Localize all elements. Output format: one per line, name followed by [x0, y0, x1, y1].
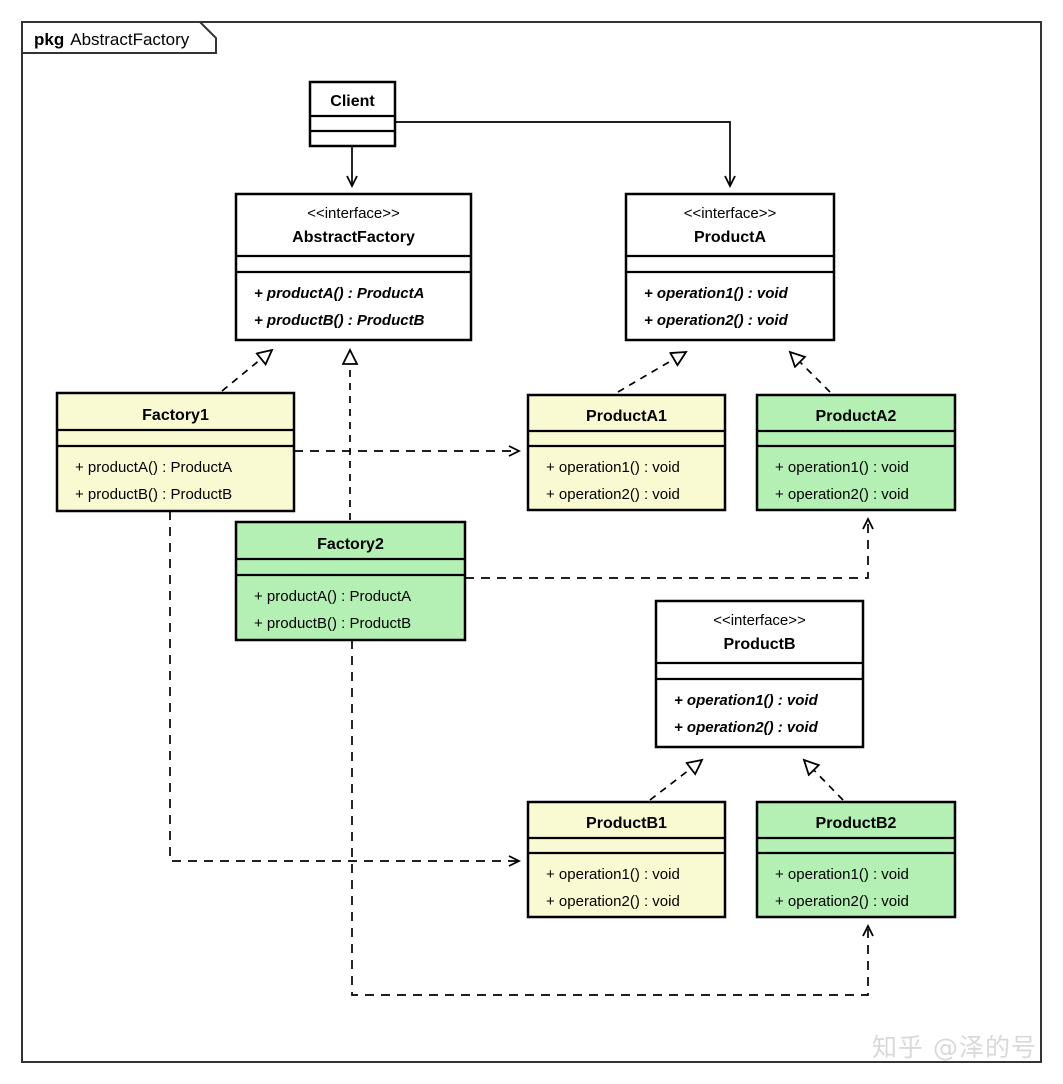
- class-name: AbstractFactory: [292, 229, 415, 246]
- class-box-body: [526, 393, 727, 512]
- class-name: ProductA2: [816, 408, 897, 425]
- class-box-body: [234, 520, 467, 642]
- class-stereotype: <<interface>>: [684, 205, 777, 222]
- class-method: + operation1() : void: [546, 866, 680, 883]
- class-method: + operation1() : void: [775, 459, 909, 476]
- package-keyword: pkg: [34, 30, 64, 49]
- class-method: + operation2() : void: [674, 719, 819, 736]
- edge-productb2-realizes-productb[interactable]: [804, 760, 844, 801]
- class-name: ProductA: [694, 229, 766, 246]
- package-tab: [21, 21, 217, 54]
- class-name: Factory1: [142, 407, 209, 424]
- edge-factory1-realizes-abstractfactory[interactable]: [221, 350, 272, 392]
- class-box-productb[interactable]: <<interface>> ProductB + operation1() : vo…: [654, 599, 865, 749]
- class-box-body: [755, 800, 957, 919]
- class-method: + operation2() : void: [644, 312, 789, 329]
- class-method: + operation2() : void: [546, 486, 680, 503]
- class-box-body: [624, 192, 836, 342]
- classes-layer: Client <<interface>> AbstractFactory + prod…: [55, 80, 957, 919]
- class-method: + productB() : ProductB: [75, 486, 232, 503]
- class-method: + operation1() : void: [546, 459, 680, 476]
- class-method: + operation1() : void: [644, 285, 789, 302]
- class-box-productb2[interactable]: ProductB2 + operation1() : void + operatio…: [755, 800, 957, 919]
- class-box-body: [234, 192, 473, 342]
- class-box-factory1[interactable]: Factory1 + productA() : ProductA + product…: [55, 391, 296, 513]
- class-box-factory2[interactable]: Factory2 + productA() : ProductA + product…: [234, 520, 467, 642]
- class-name: Client: [330, 93, 375, 110]
- class-method: + productB() : ProductB: [254, 312, 425, 329]
- edge-factory2-uses-producta2[interactable]: [465, 516, 874, 579]
- class-box-body: [755, 393, 957, 512]
- class-box-client[interactable]: Client: [308, 80, 397, 148]
- class-box-body: [526, 800, 727, 919]
- class-method: + productA() : ProductA: [254, 285, 424, 302]
- class-box-productb1[interactable]: ProductB1 + operation1() : void + operatio…: [526, 800, 727, 919]
- edge-factory1-uses-productb1[interactable]: [169, 511, 522, 867]
- class-method: + operation1() : void: [674, 692, 819, 709]
- class-stereotype: <<interface>>: [307, 205, 400, 222]
- watermark: 知乎 @泽的号: [872, 1033, 1037, 1062]
- class-box-body: [308, 80, 397, 148]
- class-method: + productA() : ProductA: [75, 459, 232, 476]
- relations-layer: [169, 121, 874, 996]
- class-name: ProductB: [724, 636, 796, 653]
- class-box-producta[interactable]: <<interface>> ProductA + operation1() : vo…: [624, 192, 836, 342]
- edge-client-to-producta[interactable]: [396, 121, 736, 189]
- class-method: + operation2() : void: [775, 893, 909, 910]
- class-method: + productA() : ProductA: [254, 588, 411, 605]
- class-method: + operation2() : void: [775, 486, 909, 503]
- class-box-abstractfactory[interactable]: <<interface>> AbstractFactory + productA()…: [234, 192, 473, 342]
- edge-productb1-realizes-productb[interactable]: [649, 760, 702, 801]
- class-box-body: [55, 391, 296, 513]
- class-method: + operation1() : void: [775, 866, 909, 883]
- class-box-body: [654, 599, 865, 749]
- class-box-producta2[interactable]: ProductA2 + operation1() : void + operatio…: [755, 393, 957, 512]
- package-header: pkg AbstractFactory: [34, 30, 190, 49]
- class-name: ProductA1: [586, 408, 667, 425]
- class-method: + productB() : ProductB: [254, 615, 411, 632]
- package-name: AbstractFactory: [70, 30, 190, 49]
- class-name: ProductB2: [816, 815, 897, 832]
- class-name: Factory2: [317, 536, 384, 553]
- edge-producta1-realizes-producta[interactable]: [617, 352, 686, 393]
- class-method: + operation2() : void: [546, 893, 680, 910]
- edge-producta2-realizes-producta[interactable]: [790, 352, 831, 393]
- edge-factory2-uses-productb2[interactable]: [351, 640, 874, 996]
- class-box-producta1[interactable]: ProductA1 + operation1() : void + operatio…: [526, 393, 727, 512]
- class-stereotype: <<interface>>: [713, 612, 806, 629]
- class-name: ProductB1: [586, 815, 667, 832]
